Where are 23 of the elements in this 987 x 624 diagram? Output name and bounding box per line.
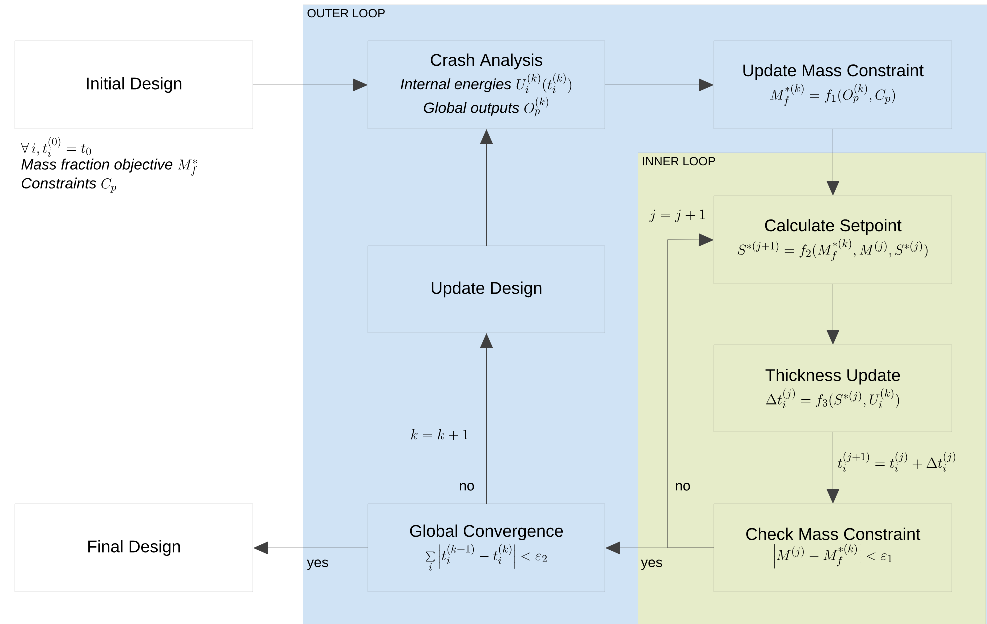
edge-label: $t_i^{(j+1)}=t_i^{(j)}+\Delta t_i^{(j)}$: [836, 450, 959, 474]
counter-label: $k=k+1$: [411, 429, 468, 441]
arrow: [668, 234, 714, 548]
edge-label: yes: [306, 558, 330, 572]
arrow: [826, 284, 840, 345]
edge-label: no: [458, 482, 476, 492]
process-box: Crash Analysis $\textit{Internal energies }U_i^{(k)}(t_i^{(k)})$ $\textit{Global outputs }O_p^{(k)}$: [368, 41, 606, 130]
process-box: Update Design: [368, 246, 606, 334]
process-box: Update Mass Constraint $M_f^{*(k)}=f_1(O_p^{(k)},C_p)$: [714, 41, 952, 130]
arrow: [826, 432, 840, 504]
annotation-text: $\forall\, i, t_i^{(0)}=t_0$ $\textit{Mass fraction objective }M_f^{*}$ $\textit{Constraints }C_p$: [21, 137, 198, 193]
arrow: [826, 129, 840, 196]
edge-label: no: [674, 482, 692, 492]
edge-label: yes: [640, 558, 664, 572]
process-box: Initial Design: [15, 41, 254, 130]
process-box: Final Design: [15, 504, 254, 592]
arrow: [253, 78, 368, 92]
process-box: Global Convergence $\sum\limits_i \left|t_i^{(k+1)}-t_i^{(k)}\right|<\varepsilon_2$: [368, 504, 606, 592]
process-box: Calculate Setpoint $S^{*(j+1)}=f_2(M_f^{*(k)},M^{(j)},S^{*(j)})$: [714, 196, 952, 284]
arrow: [605, 78, 714, 92]
process-box: Check Mass Constraint $\left|M^{(j)}-M_f^{*(k)}\right|<\varepsilon_1$: [714, 504, 952, 592]
counter-label: $j=j+1$: [650, 210, 706, 222]
process-box: Thickness Update $\Delta t_i^{(j)}=f_3(S^{*(j)},U_i^{(k)})$: [714, 345, 952, 432]
